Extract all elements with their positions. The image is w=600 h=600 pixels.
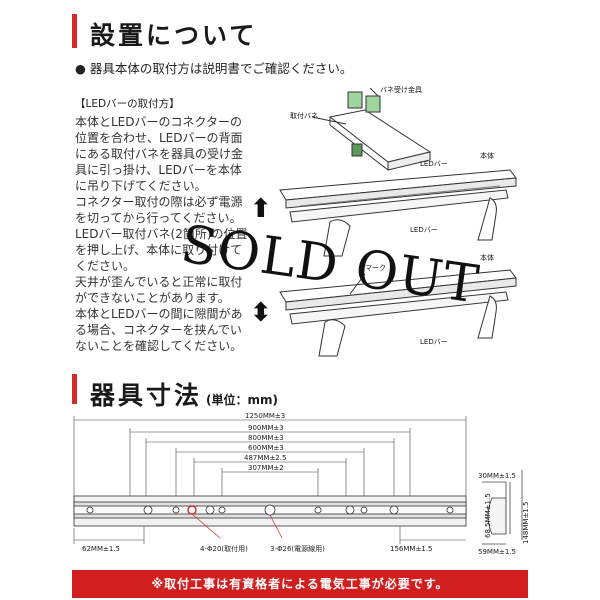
dim-148: 148MM±1.5 bbox=[522, 502, 530, 544]
dim-59: 59MM±1.5 bbox=[478, 548, 516, 556]
label-hontai-2: 本体 bbox=[480, 253, 494, 262]
hands-upper bbox=[323, 197, 497, 257]
dim-62: 62MM±1.5 bbox=[82, 545, 120, 553]
dim-1250: 1250MM±3 bbox=[245, 412, 285, 420]
label-hontai-1: 本体 bbox=[480, 151, 494, 160]
label-bane-kanagu: バネ受け金具 bbox=[380, 85, 422, 94]
install-diagram: バネ受け金具 取付バネ LEDバー 本体 LEDバー 本体 マーク LEDバー bbox=[279, 85, 517, 357]
footer-warning-band: ※取付工事は有資格者による電気工事が必要です。 bbox=[72, 570, 528, 598]
fixture-lower bbox=[279, 269, 517, 325]
dim-156: 156MM±1.5 bbox=[390, 545, 432, 553]
dim-307: 307MM±2 bbox=[248, 464, 284, 472]
dim-30: 30MM±1.5 bbox=[478, 472, 516, 480]
section2-title-text: 器具寸法 bbox=[90, 381, 203, 410]
hole-mount-label: 4-Φ20(取付用) bbox=[200, 544, 248, 553]
arrow-up-icon: ⬆ bbox=[250, 194, 272, 224]
label-led-bar-3: LEDバー bbox=[420, 338, 448, 346]
section2-unit: (単位：mm) bbox=[206, 393, 278, 407]
fixture-upper bbox=[279, 169, 517, 223]
section1-note: ● 器具本体の取付方は説明書でご確認ください。 bbox=[75, 61, 353, 76]
callout-lines bbox=[191, 513, 283, 539]
section1-title: 設置について bbox=[90, 21, 258, 50]
dimension-diagram: 1250MM±3 900MM±3 800MM±3 600MM±3 487MM±2… bbox=[73, 412, 530, 556]
label-toritsuke-bane: 取付バネ bbox=[290, 111, 318, 120]
bracket-inset bbox=[311, 87, 432, 171]
install-subheading: 【LEDバーの取付方】 bbox=[75, 98, 180, 110]
dim-800: 800MM±3 bbox=[248, 434, 284, 442]
label-led-bar-1: LEDバー bbox=[420, 160, 448, 168]
section1-accent-bar bbox=[72, 14, 77, 48]
dim-487: 487MM±2.5 bbox=[244, 454, 286, 462]
fixture-top-view bbox=[73, 495, 467, 527]
install-paragraph-2: LEDバー取付バネ(2箇所)の位置 を押し上げ、本体に取り付けて ください。 天… bbox=[75, 227, 248, 353]
label-mark: マーク bbox=[365, 264, 386, 272]
hands-lower bbox=[318, 295, 497, 357]
dim-68: 68.5MM±1.5 bbox=[484, 493, 492, 538]
arrow-updown-icon: ⬍ bbox=[250, 298, 272, 328]
fixture-side-view bbox=[482, 470, 523, 545]
hole-power-label: 3-Φ26(電源線用) bbox=[270, 544, 325, 553]
label-led-bar-2: LEDバー bbox=[410, 226, 438, 234]
install-paragraph-1: 本体とLEDバーのコネクターの 位置を合わせ、LEDバーの背面 にある取付バネを… bbox=[75, 115, 244, 225]
dim-600: 600MM±3 bbox=[248, 444, 284, 452]
dimension-lines bbox=[73, 416, 467, 544]
section2-accent-bar bbox=[72, 374, 77, 404]
dim-900: 900MM±3 bbox=[248, 424, 284, 432]
section2-title: 器具寸法(単位：mm) bbox=[90, 376, 278, 412]
